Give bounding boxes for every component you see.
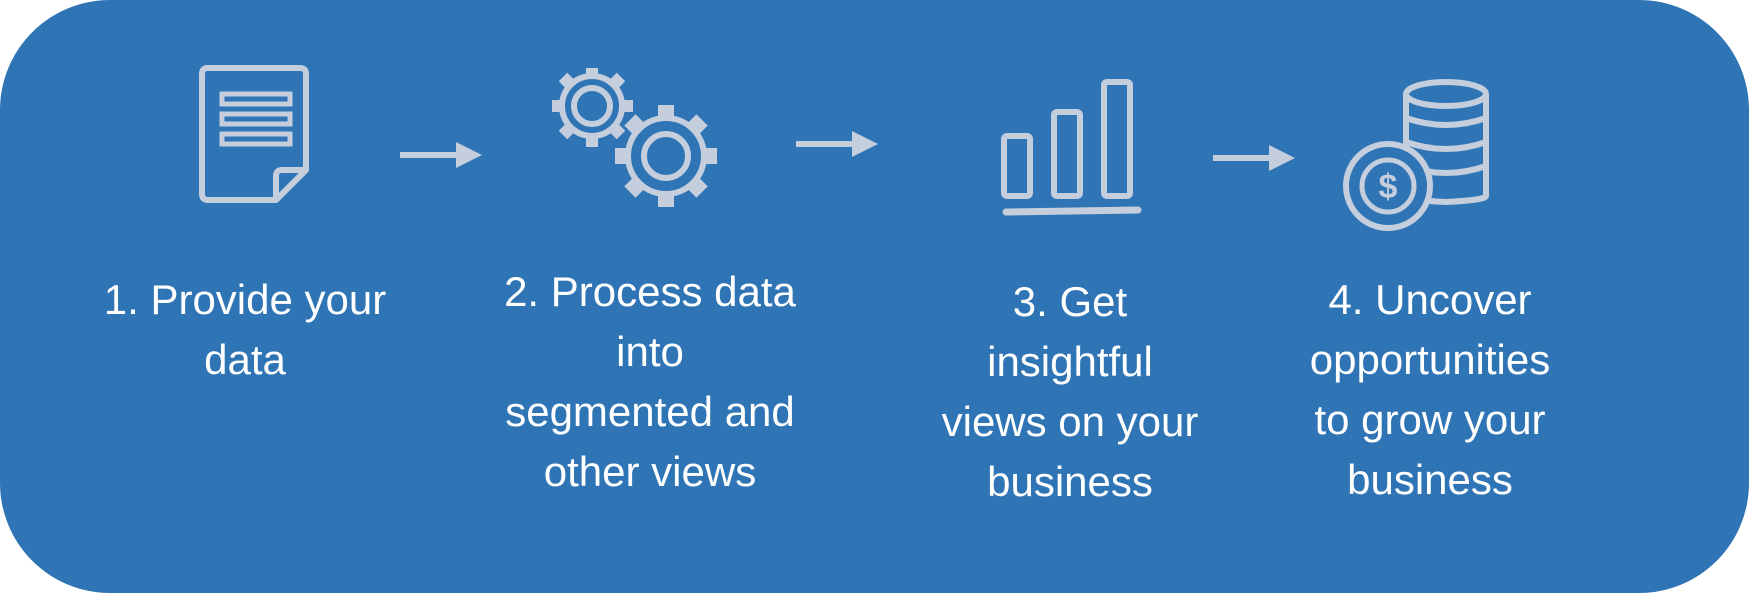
- arrow-icon: [796, 129, 880, 164]
- step-4-label: 4. Uncover opportunities to grow your bu…: [1309, 276, 1551, 503]
- bar-chart-icon: [998, 76, 1144, 218]
- document-icon: [196, 62, 316, 206]
- arrow-icon: [1213, 143, 1297, 178]
- arrow-icon: [400, 140, 484, 175]
- step-3-label: 3. Get insightful views on your business: [941, 278, 1199, 505]
- svg-text:$: $: [1379, 168, 1398, 206]
- coins-icon: $: [1342, 76, 1490, 232]
- gears-icon: [552, 68, 724, 210]
- step-2-label: 2. Process data into segmented and other…: [504, 268, 796, 495]
- step-1-label: 1. Provide your data: [103, 276, 387, 383]
